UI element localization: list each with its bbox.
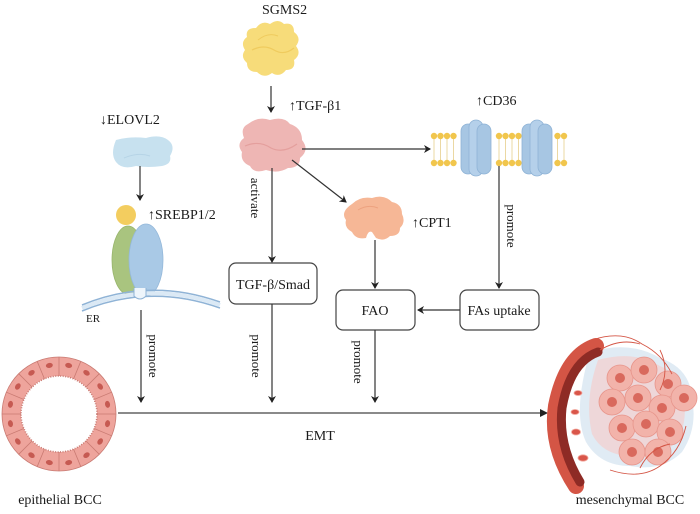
fao-box: FAO — [335, 289, 416, 331]
srebp-label: ↑SREBP1/2 — [148, 208, 216, 223]
mesenchymal-bcc-icon — [546, 335, 698, 494]
sgms2-protein-icon — [242, 21, 299, 76]
promote-cd36-label: promote — [504, 204, 519, 248]
srebp-protein-icon — [111, 205, 164, 297]
mesenchymal-bcc-label: mesenchymal BCC — [576, 493, 685, 508]
tgf-smad-box: TGF-β/Smad — [228, 262, 318, 305]
elovl2-label: ↓ELOVL2 — [100, 113, 160, 128]
cd36-label: ↑CD36 — [476, 94, 516, 109]
tgf-smad-box-label: TGF-β/Smad — [236, 278, 310, 293]
cd36-protein-icon — [460, 119, 553, 177]
promote-fao-label: promote — [351, 340, 366, 384]
activate-label: activate — [248, 178, 263, 219]
promote-smad-label: promote — [249, 334, 264, 378]
cell-membrane-icon — [430, 132, 568, 167]
promote-srebp-label: promote — [146, 334, 161, 378]
cpt1-label: ↑CPT1 — [412, 216, 452, 231]
tgfb1-protein-icon — [239, 118, 306, 172]
fao-box-label: FAO — [362, 304, 389, 319]
fas-uptake-box: FAs uptake — [459, 289, 540, 331]
cpt1-protein-icon — [344, 196, 404, 240]
arrow-tgfb1-to-cpt1 — [291, 159, 347, 203]
er-membrane-icon — [81, 288, 221, 312]
fas-uptake-box-label: FAs uptake — [467, 304, 530, 319]
epithelial-bcc-icon — [1, 356, 117, 472]
elovl2-protein-icon — [113, 136, 173, 168]
er-label: ER — [86, 313, 101, 325]
tgfb1-label: ↑TGF-β1 — [289, 99, 341, 114]
sgms2-label: SGMS2 — [262, 3, 307, 18]
emt-label: EMT — [305, 429, 335, 444]
epithelial-bcc-label: epithelial BCC — [18, 493, 102, 508]
emt-arrow-head — [540, 409, 548, 417]
